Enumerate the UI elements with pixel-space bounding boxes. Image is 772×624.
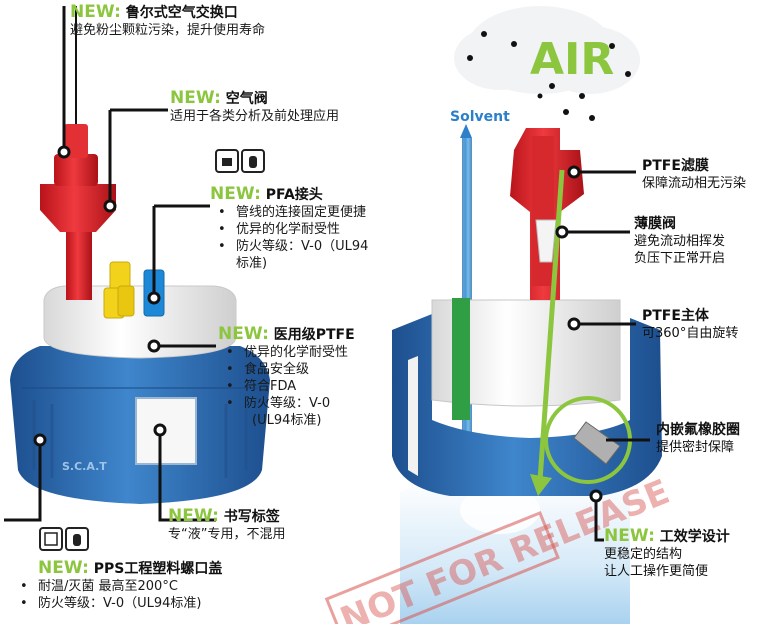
bullet-item: 符合FDA: [226, 378, 355, 395]
callout-title: 空气阀: [225, 91, 268, 107]
callout-desc: 专“液”专用，不混用: [168, 527, 286, 542]
callout-medical-ptfe: NEW: 医用级PTFE 优异的化学耐受性 食品安全级 符合FDA 防火等级：V…: [218, 326, 355, 429]
callout-desc: 可360°自由旋转: [642, 326, 739, 341]
red-air-port: [40, 184, 116, 232]
callout-desc: 避免流动相挥发: [634, 234, 726, 249]
left-cap-assembly: S.C.A.T: [10, 6, 270, 551]
callout-ptfe-filter: PTFE滤膜 保障流动相无污染: [642, 158, 746, 192]
callout-title: 工效学设计: [659, 529, 730, 545]
callout-desc: 适用于各类分析及前处理应用: [170, 109, 340, 124]
new-badge: NEW:: [218, 324, 269, 344]
callout-air-interface: NEW: 鲁尔式空气交换口 避免粉尘颗粒污染，提升使用寿命: [70, 4, 265, 39]
callout-title: 医用级PTFE: [273, 327, 355, 343]
cap-brand-text: S.C.A.T: [62, 460, 107, 473]
callout-membrane-valve: 薄膜阀 避免流动相挥发 负压下正常开启: [634, 216, 725, 267]
bullet-continuation: (UL94标准): [252, 413, 322, 428]
bullet-continuation: 标准): [236, 256, 268, 271]
bullet-item: 防火等级：V-0（UL94标准): [20, 595, 222, 612]
callout-title: 薄膜阀: [634, 216, 676, 232]
callout-bullets: 优异的化学耐受性 食品安全级 符合FDA 防火等级：V-0: [218, 344, 355, 412]
new-badge: NEW:: [70, 2, 121, 22]
callout-title: 书写标签: [223, 509, 280, 525]
new-badge: NEW:: [38, 558, 89, 578]
callout-ergonomic: NEW: 工效学设计 更稳定的结构 让人工操作更简便: [604, 528, 730, 580]
callout-title: PPS工程塑料螺口盖: [93, 561, 223, 577]
right-cutaway: AIR Solvent NOT FOR: [324, 6, 675, 624]
callout-bullets: 耐温/灭菌 最高至200°C 防火等级：V-0（UL94标准): [16, 578, 222, 612]
bullet-item: 耐温/灭菌 最高至200°C: [20, 578, 222, 595]
callout-desc: 让人工操作更简便: [604, 564, 709, 579]
callout-desc: 提供密封保障: [656, 440, 735, 455]
bullet-item: 防火等级：V-0（UL94: [218, 238, 368, 255]
callout-pps-cap: NEW: PPS工程塑料螺口盖 耐温/灭菌 最高至200°C 防火等级：V-0（…: [20, 558, 223, 613]
callout-title: 内嵌氟橡胶圈: [656, 422, 740, 438]
air-cloud-label: AIR: [530, 34, 614, 85]
callout-desc: 避免粉尘颗粒污染，提升使用寿命: [70, 23, 266, 38]
callout-desc: 更稳定的结构: [604, 547, 683, 562]
callout-title: 鲁尔式空气交换口: [125, 5, 238, 21]
callout-title: PTFE滤膜: [642, 158, 709, 174]
callout-label: NEW: 书写标签 专“液”专用，不混用: [168, 508, 285, 543]
solvent-label: Solvent: [450, 109, 510, 125]
callout-title: PFA接头: [265, 187, 323, 203]
callout-air-valve: NEW: 空气阀 适用于各类分析及前处理应用: [170, 90, 339, 125]
callout-oring: 内嵌氟橡胶圈 提供密封保障: [656, 422, 740, 456]
callout-title: PTFE主体: [642, 308, 709, 324]
callout-bullets: 管线的连接固定更便捷 优异的化学耐受性 防火等级：V-0（UL94: [210, 204, 368, 255]
bullet-item: 优异的化学耐受性: [226, 344, 355, 361]
right-leader-lines: [555, 165, 650, 542]
new-badge: NEW:: [604, 526, 655, 546]
callout-desc: 保障流动相无污染: [642, 176, 747, 191]
callout-pfa-connector: NEW: PFA接头 管线的连接固定更便捷 优异的化学耐受性 防火等级：V-0（…: [210, 186, 368, 272]
bullet-item: 食品安全级: [226, 361, 355, 378]
ptfe-body-left: [43, 285, 237, 359]
callout-desc: 负压下正常开启: [634, 251, 726, 266]
bullet-item: 防火等级：V-0: [226, 395, 355, 412]
new-badge: NEW:: [168, 506, 219, 526]
bullet-item: 管线的连接固定更便捷: [218, 204, 368, 221]
new-badge: NEW:: [210, 184, 261, 204]
callout-ptfe-body: PTFE主体 可360°自由旋转: [642, 308, 738, 342]
bullet-item: 优异的化学耐受性: [218, 221, 368, 238]
left-leader-lines: [4, 6, 216, 522]
new-badge: NEW:: [170, 88, 221, 108]
